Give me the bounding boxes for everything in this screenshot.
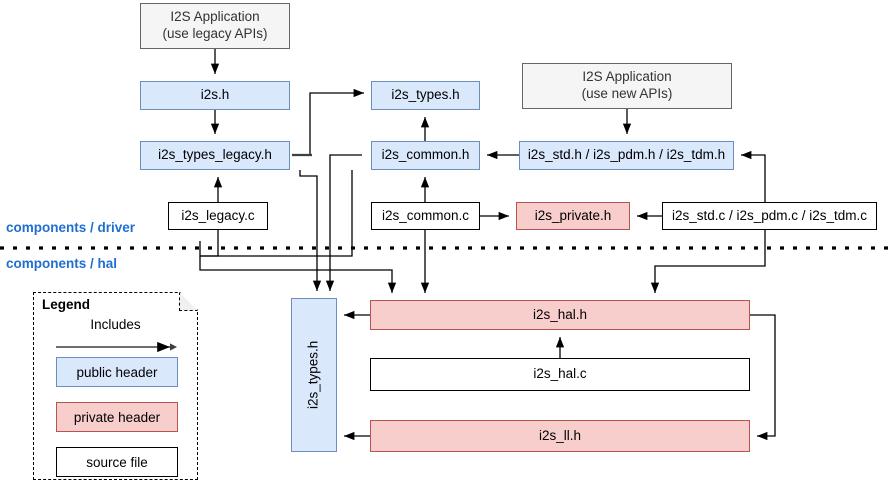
node-label: i2s_types_legacy.h — [158, 147, 272, 163]
node-label: i2s_ll.h — [538, 427, 582, 443]
node-label: i2s_common.c — [381, 207, 470, 223]
node-label: i2s_std.h / i2s_pdm.h / i2s_tdm.h — [527, 147, 726, 163]
node-i2s-h[interactable]: i2s.h — [140, 81, 290, 110]
node-label: i2s_std.c / i2s_pdm.c / i2s_tdm.c — [671, 207, 868, 223]
app-new-line2: (use new APIs) — [581, 86, 673, 101]
app-new-line1: I2S Application — [582, 69, 672, 85]
node-i2s-common-h[interactable]: i2s_common.h — [371, 141, 480, 170]
node-i2s-application-new[interactable]: I2S Application (use new APIs) — [522, 63, 732, 109]
node-label: i2s.h — [200, 87, 230, 103]
node-label: i2s_types.h — [391, 87, 460, 103]
legend-swatch-label: private header — [73, 409, 161, 425]
node-label: i2s_common.h — [381, 147, 470, 163]
legend-swatch-label: public header — [76, 364, 158, 380]
legend-swatch-public-header: public header — [56, 357, 178, 387]
node-i2s-private-h[interactable]: i2s_private.h — [516, 202, 630, 230]
zone-label-driver: components / driver — [6, 220, 136, 235]
node-i2s-common-c[interactable]: i2s_common.c — [371, 202, 480, 230]
node-i2s-std-pdm-tdm-c[interactable]: i2s_std.c / i2s_pdm.c / i2s_tdm.c — [662, 202, 877, 230]
legend-swatch-label: source file — [86, 454, 148, 470]
node-label: i2s_private.h — [534, 207, 612, 223]
legend-title: Legend — [42, 297, 91, 312]
legend-swatch-source-file: source file — [56, 447, 178, 477]
legend-includes-label: Includes — [90, 317, 141, 332]
node-i2s-application-legacy[interactable]: I2S Application (use legacy APIs) — [140, 3, 290, 49]
node-label: i2s_hal.h — [532, 306, 588, 322]
node-i2s-ll-h[interactable]: i2s_ll.h — [370, 420, 750, 452]
legend: Legend Includes public header private he… — [33, 292, 198, 480]
node-label: i2s_types.h — [305, 340, 321, 410]
app-legacy-line2: (use legacy APIs) — [162, 26, 268, 41]
zone-label-hal: components / hal — [6, 256, 118, 271]
legend-swatch-private-header: private header — [56, 402, 178, 432]
node-i2s-types-h-top[interactable]: i2s_types.h — [371, 81, 480, 110]
legend-fold-corner-icon — [179, 292, 198, 311]
node-label: i2s_legacy.c — [181, 207, 255, 223]
app-legacy-line1: I2S Application — [170, 9, 260, 25]
node-i2s-legacy-c[interactable]: i2s_legacy.c — [168, 202, 268, 230]
node-i2s-hal-c[interactable]: i2s_hal.c — [370, 358, 750, 391]
node-i2s-hal-h[interactable]: i2s_hal.h — [370, 300, 750, 330]
node-i2s-types-legacy-h[interactable]: i2s_types_legacy.h — [140, 141, 290, 170]
legend-includes-arrow-icon — [56, 342, 177, 352]
node-i2s-types-h-hal[interactable]: i2s_types.h — [291, 298, 337, 452]
node-label: i2s_hal.c — [533, 366, 587, 382]
node-i2s-std-pdm-tdm-h[interactable]: i2s_std.h / i2s_pdm.h / i2s_tdm.h — [519, 141, 734, 170]
